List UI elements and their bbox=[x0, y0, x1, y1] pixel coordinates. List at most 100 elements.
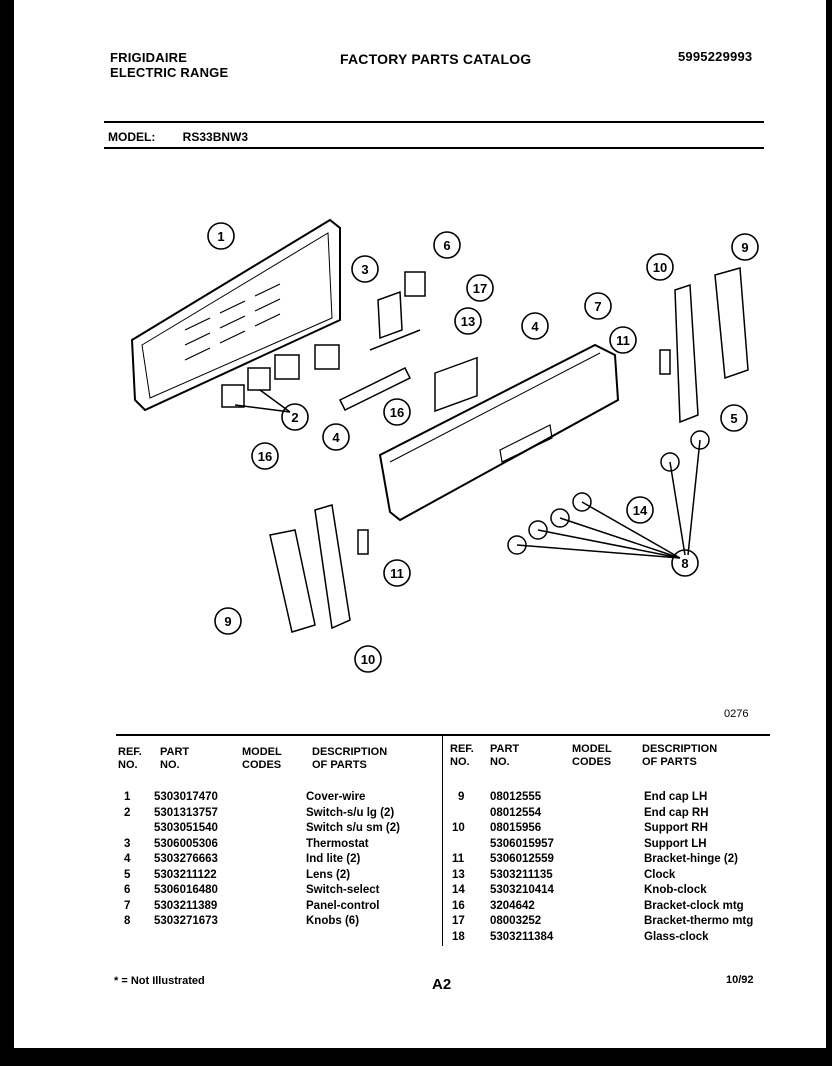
left-row-desc: Thermostat bbox=[306, 838, 369, 850]
right-row-ref: 18 bbox=[452, 931, 465, 943]
callout-16a: 16 bbox=[258, 449, 272, 464]
right-row-part: 3204642 bbox=[490, 900, 535, 912]
right-row-part: 08003252 bbox=[490, 915, 542, 927]
left-row-part: 5303051540 bbox=[154, 822, 218, 834]
right-row-part: 08012554 bbox=[490, 807, 542, 819]
knob-parts bbox=[507, 430, 710, 559]
right-row-desc: Clock bbox=[644, 869, 676, 881]
left-row-desc: Knobs (6) bbox=[306, 915, 360, 927]
right-row-ref: 17 bbox=[452, 915, 465, 927]
left-row-ref: 1 bbox=[124, 791, 131, 803]
brand-name: FRIGIDAIRE bbox=[110, 50, 188, 65]
clock-part bbox=[434, 356, 478, 413]
right-row-ref: 16 bbox=[452, 900, 465, 912]
right-row-part: 5306012559 bbox=[490, 853, 554, 865]
callout-9a: 9 bbox=[741, 240, 748, 255]
right-row-desc: Bracket-thermo mtg bbox=[644, 915, 754, 927]
right-end-parts bbox=[659, 267, 749, 424]
catalog-title: FACTORY PARTS CATALOG bbox=[340, 51, 532, 67]
left-row-desc: Ind lite (2) bbox=[306, 853, 361, 865]
callout-11a: 11 bbox=[616, 333, 630, 348]
left-row-desc: Panel-control bbox=[306, 900, 380, 912]
right-row-part: 08012555 bbox=[490, 791, 542, 803]
model-row: MODEL: RS33BNW3 bbox=[108, 130, 248, 144]
left-row-ref: 3 bbox=[124, 838, 131, 850]
callout-3: 3 bbox=[361, 262, 368, 277]
model-rule bbox=[104, 147, 764, 149]
left-row-part: 5303211389 bbox=[154, 900, 218, 912]
callout-9b: 9 bbox=[224, 614, 231, 629]
callout-10b: 10 bbox=[361, 652, 375, 667]
right-row-ref: 9 bbox=[458, 791, 465, 803]
right-row-desc: End cap RH bbox=[644, 807, 709, 819]
model-value: RS33BNW3 bbox=[182, 130, 249, 144]
callout-2: 2 bbox=[291, 410, 298, 425]
left-row-ref: 6 bbox=[124, 884, 131, 896]
scan-edge-right bbox=[826, 0, 832, 1066]
left-row-part: 5306016480 bbox=[154, 884, 218, 896]
cover-wire-part bbox=[130, 218, 341, 412]
left-row-part: 5306005306 bbox=[154, 838, 218, 850]
model-label: MODEL: bbox=[108, 130, 156, 144]
callout-11b: 11 bbox=[390, 566, 404, 581]
right-row-desc: Support LH bbox=[644, 838, 707, 850]
table-column-divider bbox=[442, 736, 443, 946]
diagram-code: 0276 bbox=[724, 708, 749, 720]
left-row-desc: Switch-select bbox=[306, 884, 380, 896]
callout-17: 17 bbox=[473, 281, 487, 296]
callout-14: 14 bbox=[633, 503, 648, 518]
right-row-desc: End cap LH bbox=[644, 791, 708, 803]
left-row-ref: 7 bbox=[124, 900, 131, 912]
left-row-ref: 5 bbox=[124, 869, 131, 881]
left-row-part: 5303276663 bbox=[154, 853, 218, 865]
right-row-desc: Bracket-hinge (2) bbox=[644, 853, 738, 865]
right-row-ref: 14 bbox=[452, 884, 465, 896]
left-row-desc: Lens (2) bbox=[306, 869, 351, 881]
left-row-ref: 2 bbox=[124, 807, 131, 819]
scan-edge-bottom bbox=[0, 1048, 832, 1066]
left-row-desc: Switch-s/u lg (2) bbox=[306, 807, 395, 819]
page-number: A2 bbox=[432, 976, 452, 993]
left-row-desc: Cover-wire bbox=[306, 791, 366, 803]
not-illustrated-note: * = Not Illustrated bbox=[114, 975, 205, 987]
callouts bbox=[207, 222, 759, 673]
left-row-part: 5303211122 bbox=[154, 869, 217, 881]
left-row-desc: Switch s/u sm (2) bbox=[306, 822, 400, 834]
right-row-ref: 11 bbox=[452, 853, 465, 865]
product-type: ELECTRIC RANGE bbox=[110, 65, 229, 80]
revision-date: 10/92 bbox=[726, 974, 754, 986]
brand-block: FRIGIDAIRE ELECTRIC RANGE bbox=[110, 50, 228, 80]
thermostat-part bbox=[369, 271, 426, 351]
callout-4b: 4 bbox=[332, 430, 340, 445]
switch-parts bbox=[221, 344, 340, 413]
right-row-desc: Knob-clock bbox=[644, 884, 707, 896]
clock-bracket-part bbox=[338, 366, 412, 412]
header-ref-no-left: REF.NO. bbox=[118, 746, 142, 771]
right-row-desc: Bracket-clock mtg bbox=[644, 900, 744, 912]
callout-13: 13 bbox=[461, 314, 475, 329]
right-row-desc: Support RH bbox=[644, 822, 708, 834]
right-row-ref: 10 bbox=[452, 822, 465, 834]
callout-6a: 6 bbox=[443, 238, 450, 253]
callout-8: 8 bbox=[681, 556, 688, 571]
right-row-part: 5303210414 bbox=[490, 884, 554, 896]
left-row-part: 5303271673 bbox=[154, 915, 218, 927]
callout-5: 5 bbox=[730, 411, 737, 426]
callout-10a: 10 bbox=[653, 260, 667, 275]
left-row-part: 5303017470 bbox=[154, 791, 218, 803]
right-row-desc: Glass-clock bbox=[644, 931, 709, 943]
catalog-number: 5995229993 bbox=[678, 49, 753, 64]
right-row-part: 5306015957 bbox=[490, 838, 554, 850]
left-end-parts bbox=[269, 504, 369, 633]
header-rule bbox=[104, 121, 764, 123]
left-row-part: 5301313757 bbox=[154, 807, 218, 819]
right-row-part: 5303211135 bbox=[490, 869, 553, 881]
callout-1: 1 bbox=[217, 229, 224, 244]
left-row-ref: 4 bbox=[124, 853, 131, 865]
